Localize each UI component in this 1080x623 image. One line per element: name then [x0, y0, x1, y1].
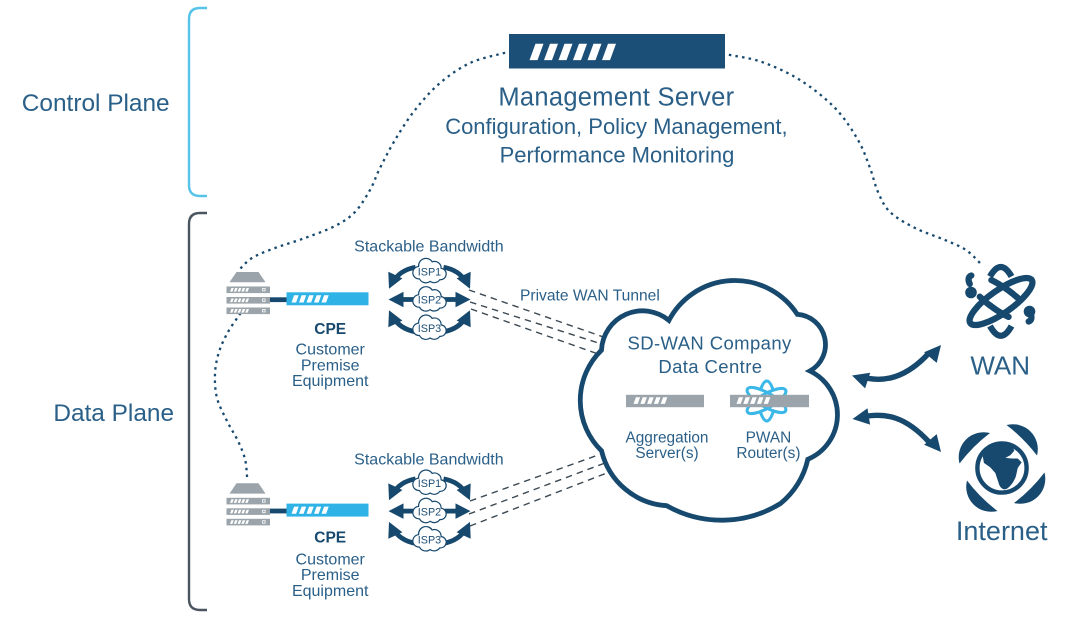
svg-text:ISP3: ISP3 — [418, 323, 441, 335]
svg-text:Router(s): Router(s) — [736, 445, 800, 462]
svg-text:Management Server: Management Server — [498, 84, 734, 112]
svg-text:Customer: Customer — [296, 551, 366, 568]
svg-text:Equipment: Equipment — [292, 583, 369, 600]
svg-text:Customer: Customer — [296, 342, 366, 359]
svg-text:Data Centre: Data Centre — [658, 356, 762, 377]
svg-text:Performance Monitoring: Performance Monitoring — [500, 142, 735, 167]
svg-text:ISP3: ISP3 — [418, 535, 441, 547]
svg-text:ISP2: ISP2 — [418, 506, 441, 518]
svg-text:Control Plane: Control Plane — [22, 90, 170, 117]
svg-text:Stackable Bandwidth: Stackable Bandwidth — [354, 239, 503, 256]
svg-text:ISP2: ISP2 — [418, 295, 441, 307]
svg-text:ISP1: ISP1 — [418, 478, 441, 490]
svg-text:Data Plane: Data Plane — [53, 400, 174, 427]
svg-text:Server(s): Server(s) — [635, 445, 698, 462]
svg-text:Private WAN Tunnel: Private WAN Tunnel — [520, 287, 660, 304]
svg-text:ISP1: ISP1 — [418, 266, 441, 278]
svg-text:CPE: CPE — [314, 530, 346, 547]
svg-text:PWAN: PWAN — [746, 430, 792, 447]
svg-text:Equipment: Equipment — [292, 373, 369, 390]
svg-text:Configuration, Policy Manageme: Configuration, Policy Management, — [445, 114, 787, 139]
svg-text:SD-WAN Company: SD-WAN Company — [627, 333, 792, 354]
svg-text:WAN: WAN — [970, 351, 1030, 381]
svg-text:Premise: Premise — [301, 567, 360, 584]
svg-text:Stackable Bandwidth: Stackable Bandwidth — [354, 452, 503, 469]
svg-text:Premise: Premise — [301, 357, 360, 374]
svg-text:Aggregation: Aggregation — [625, 430, 708, 447]
svg-text:Internet: Internet — [956, 516, 1048, 546]
svg-text:CPE: CPE — [314, 321, 346, 338]
